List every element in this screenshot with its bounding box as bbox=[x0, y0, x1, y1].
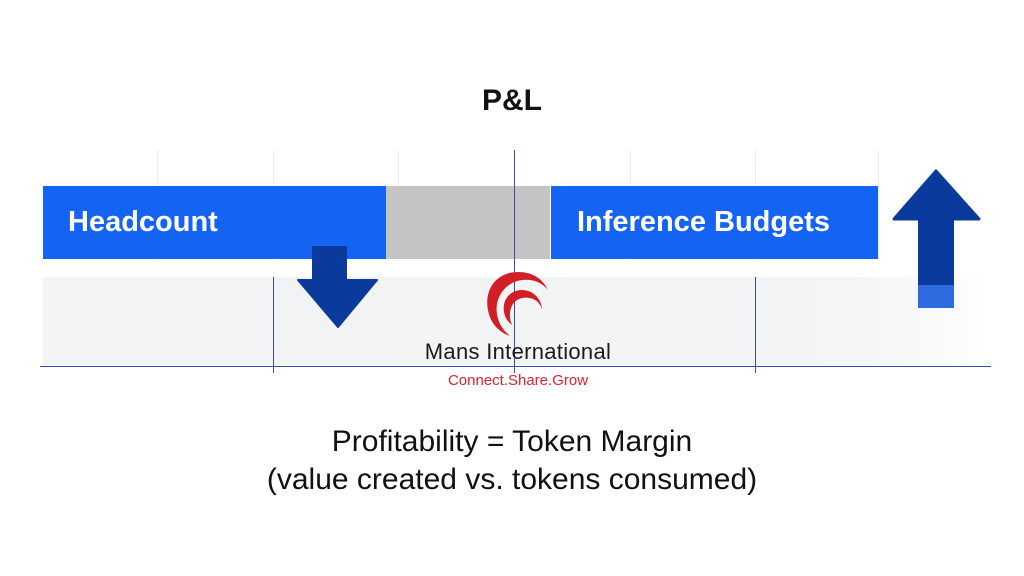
watermark-tagline: Connect.Share.Grow bbox=[447, 372, 589, 389]
arrow-down-icon bbox=[297, 246, 378, 328]
headcount-bar: Headcount bbox=[43, 186, 386, 259]
headcount-label: Headcount bbox=[68, 206, 218, 238]
swoosh-logo-icon bbox=[487, 272, 548, 336]
summary-line-1: Profitability = Token Margin bbox=[331, 425, 693, 458]
inference-budgets-bar: Inference Budgets bbox=[551, 186, 878, 259]
center-axis-line bbox=[514, 150, 515, 373]
vertical-gridline bbox=[273, 277, 274, 373]
baseline-axis bbox=[40, 366, 991, 367]
vertical-gridline bbox=[755, 277, 756, 373]
gridline bbox=[878, 150, 879, 260]
arrow-up-icon bbox=[892, 169, 981, 308]
inference-budgets-label: Inference Budgets bbox=[577, 206, 830, 238]
summary-line-2: (value created vs. tokens consumed) bbox=[266, 463, 758, 496]
gap-bar bbox=[386, 186, 550, 259]
watermark-name: Mans International bbox=[424, 339, 612, 364]
diagram-title: P&L bbox=[482, 84, 542, 117]
